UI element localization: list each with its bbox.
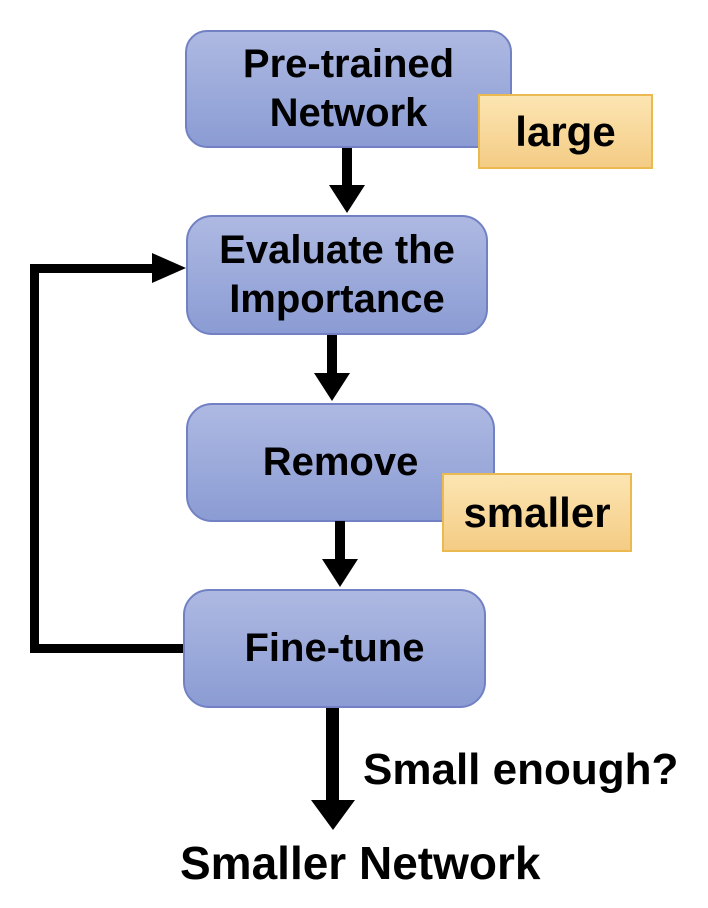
node-pretrained-network: Pre-trained Network [185, 30, 512, 148]
arrow-evaluate-to-remove-head [314, 373, 350, 401]
arrow-pretrained-to-evaluate-shaft [342, 148, 352, 185]
arrow-remove-to-finetune-shaft [335, 521, 345, 559]
arrow-pretrained-to-evaluate-head [329, 185, 365, 213]
loop-arrow-vertical-segment [30, 264, 39, 653]
annotation-large: large [478, 94, 653, 169]
node-evaluate-importance: Evaluate the Importance [186, 215, 488, 335]
arrow-evaluate-to-remove-shaft [327, 335, 337, 373]
arrow-remove-to-finetune-head [322, 559, 358, 587]
result-label-smaller-network: Smaller Network [180, 837, 541, 889]
arrow-finetune-to-result-head [311, 800, 355, 830]
node-remove: Remove [186, 403, 495, 522]
arrow-finetune-to-result-shaft [326, 708, 339, 800]
loop-arrow-bottom-segment [30, 644, 183, 653]
loop-arrow-head [152, 253, 186, 283]
loop-arrow-top-segment [30, 264, 152, 273]
annotation-smaller: smaller [442, 473, 632, 552]
edge-label-small-enough: Small enough? [363, 745, 679, 794]
node-fine-tune: Fine-tune [183, 589, 486, 708]
